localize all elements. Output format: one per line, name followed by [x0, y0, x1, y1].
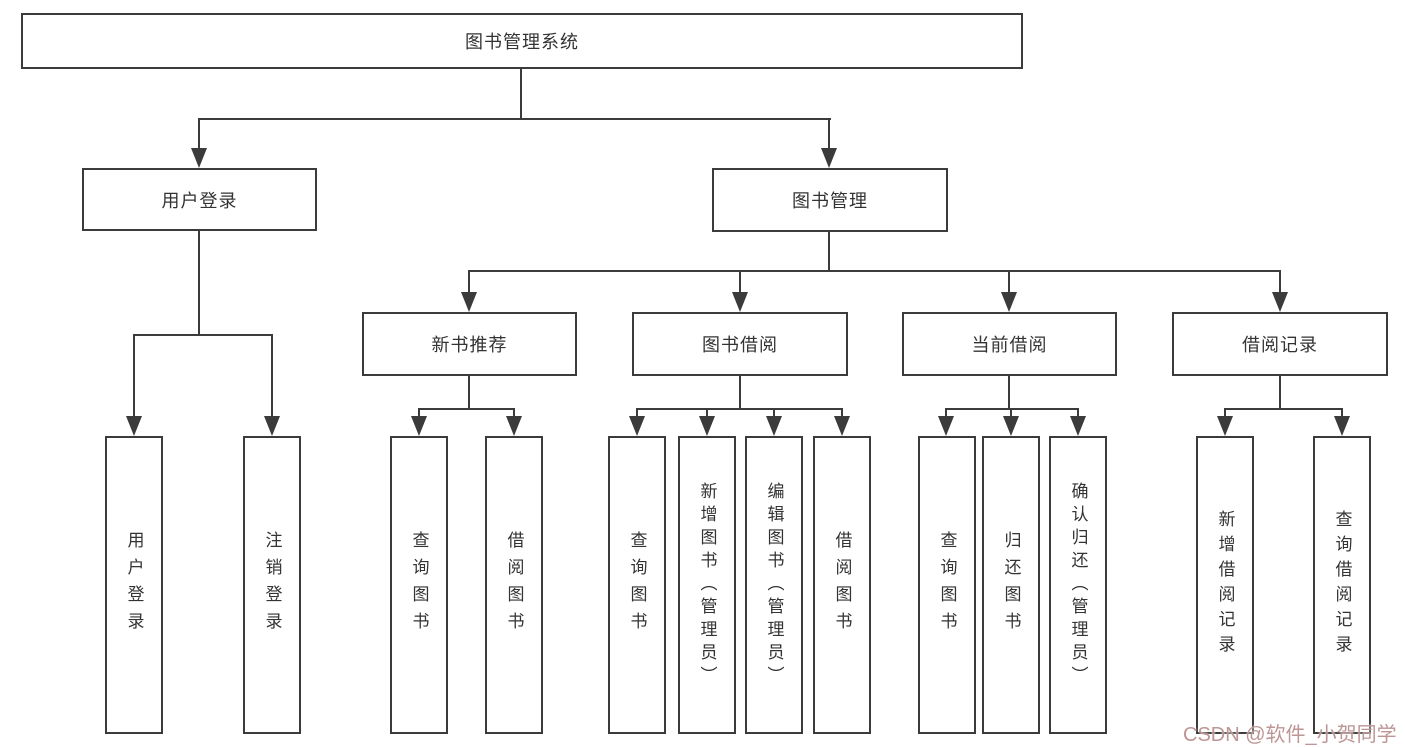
- node-user-login-leaf: 用户登录: [105, 436, 163, 734]
- node-new-book-recommendation: 新书推荐: [362, 312, 577, 376]
- leaf-label: 确认归还（管理员）: [1068, 481, 1088, 689]
- connector: [468, 270, 470, 294]
- connector: [418, 408, 420, 418]
- arrowhead: [1272, 292, 1288, 312]
- connector: [1010, 408, 1012, 418]
- connector: [468, 270, 1281, 272]
- connector: [1008, 376, 1010, 410]
- arrowhead: [834, 416, 850, 436]
- connector: [1008, 270, 1010, 294]
- connector: [271, 334, 273, 418]
- connector: [198, 230, 200, 336]
- arrowhead: [938, 416, 954, 436]
- arrowhead: [191, 148, 207, 168]
- node-user-login-label: 用户登录: [161, 190, 238, 211]
- leaf-label: 新增借阅记录: [1215, 510, 1235, 660]
- node-add-book-admin: 新增图书（管理员）: [678, 436, 736, 734]
- arrowhead: [126, 416, 142, 436]
- arrowhead: [461, 292, 477, 312]
- connector: [418, 408, 515, 410]
- arrowhead: [1217, 416, 1233, 436]
- node-current-borrowing: 当前借阅: [902, 312, 1117, 376]
- node-root: 图书管理系统: [21, 13, 1023, 69]
- node-root-label: 图书管理系统: [465, 32, 579, 52]
- connector: [198, 118, 200, 150]
- leaf-label: 查询图书: [627, 531, 647, 639]
- arrowhead: [699, 416, 715, 436]
- connector: [1224, 408, 1343, 410]
- connector: [1279, 270, 1281, 294]
- node-logout: 注销登录: [243, 436, 301, 734]
- connector: [468, 376, 470, 410]
- connector: [706, 408, 708, 418]
- leaf-label: 查询图书: [937, 531, 957, 639]
- node-new-book-recommendation-label: 新书推荐: [431, 335, 508, 355]
- arrowhead: [766, 416, 782, 436]
- leaf-label: 归还图书: [1001, 531, 1021, 639]
- connector: [636, 408, 843, 410]
- connector: [133, 334, 135, 418]
- csdn-watermark: CSDN @软件_小贺同学: [1183, 724, 1397, 746]
- arrowhead: [732, 292, 748, 312]
- arrowhead: [264, 416, 280, 436]
- node-query-books: 查询图书: [390, 436, 448, 734]
- leaf-label: 借阅图书: [832, 531, 852, 639]
- node-borrow-books: 借阅图书: [813, 436, 871, 734]
- node-return-books: 归还图书: [982, 436, 1040, 734]
- connector: [636, 408, 638, 418]
- node-query-borrow-record: 查询借阅记录: [1313, 436, 1371, 734]
- connector: [773, 408, 775, 418]
- node-borrow-books: 借阅图书: [485, 436, 543, 734]
- connector: [1341, 408, 1343, 418]
- connector: [198, 118, 831, 120]
- node-book-management-label: 图书管理: [792, 191, 868, 211]
- node-add-borrow-record: 新增借阅记录: [1196, 436, 1254, 734]
- leaf-label: 新增图书（管理员）: [697, 481, 717, 689]
- leaf-label: 编辑图书（管理员）: [764, 481, 784, 689]
- leaf-label: 注销登录: [262, 531, 282, 639]
- arrowhead: [629, 416, 645, 436]
- leaf-label: 查询图书: [409, 531, 429, 639]
- node-borrowing-records: 借阅记录: [1172, 312, 1388, 376]
- node-query-books: 查询图书: [608, 436, 666, 734]
- node-current-borrowing-label: 当前借阅: [971, 335, 1048, 355]
- arrowhead: [1003, 416, 1019, 436]
- connector: [133, 334, 273, 336]
- node-query-books: 查询图书: [918, 436, 976, 734]
- connector: [945, 408, 947, 418]
- arrowhead: [1070, 416, 1086, 436]
- arrowhead: [821, 148, 837, 168]
- leaf-label: 借阅图书: [504, 531, 524, 639]
- connector: [1279, 376, 1281, 410]
- connector: [1224, 408, 1226, 418]
- arrowhead: [506, 416, 522, 436]
- node-borrowing-records-label: 借阅记录: [1242, 335, 1318, 355]
- connector: [513, 408, 515, 418]
- arrowhead: [1001, 292, 1017, 312]
- node-user-login: 用户登录: [82, 168, 317, 231]
- node-book-borrowing-label: 图书借阅: [702, 335, 778, 355]
- connector: [828, 232, 830, 272]
- arrowhead: [411, 416, 427, 436]
- node-edit-book-admin: 编辑图书（管理员）: [745, 436, 803, 734]
- connector: [520, 69, 522, 120]
- connector: [1077, 408, 1079, 418]
- leaf-label: 用户登录: [124, 531, 144, 639]
- connector: [841, 408, 843, 418]
- leaf-label: 查询借阅记录: [1332, 510, 1352, 660]
- connector: [739, 376, 741, 410]
- node-confirm-return-admin: 确认归还（管理员）: [1049, 436, 1107, 734]
- node-book-management: 图书管理: [712, 168, 948, 232]
- connector: [945, 408, 1079, 410]
- connector: [828, 118, 830, 150]
- arrowhead: [1334, 416, 1350, 436]
- connector: [739, 270, 741, 294]
- node-book-borrowing: 图书借阅: [632, 312, 848, 376]
